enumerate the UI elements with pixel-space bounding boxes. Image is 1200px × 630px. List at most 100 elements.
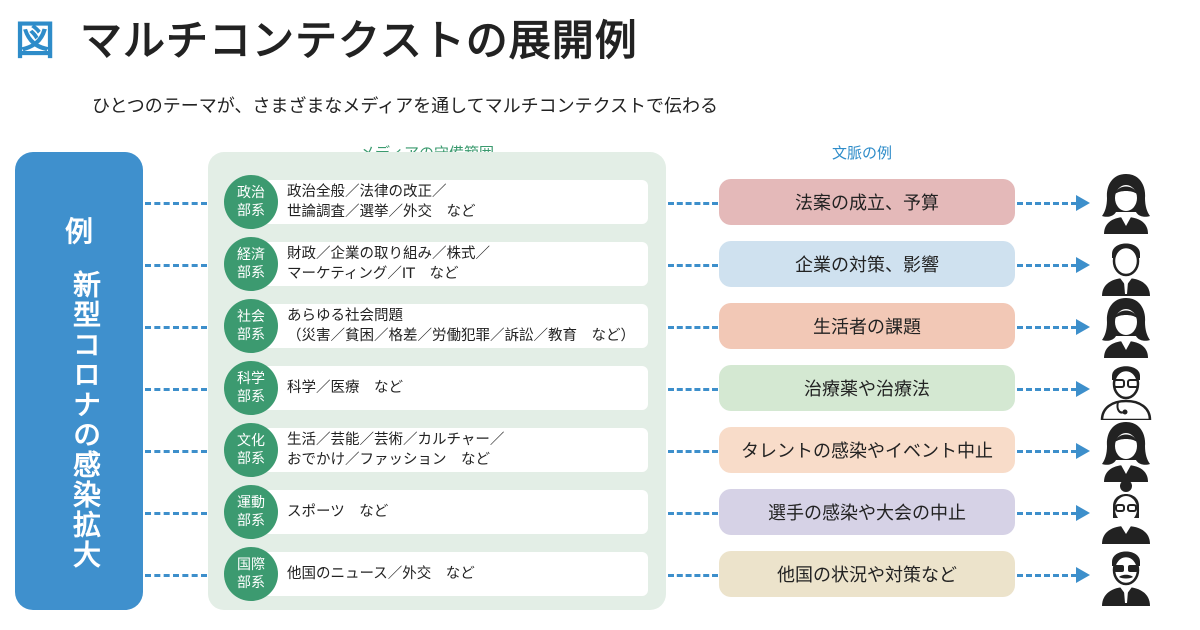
media-scope-text: 財政／企業の取り組み／株式／ マーケティング／IT など	[287, 242, 647, 286]
example-topic: 新型コロナの感染拡大	[69, 270, 102, 570]
connector-dash	[668, 264, 718, 267]
context-column-header: 文脈の例	[832, 144, 893, 162]
media-scope-line: 他国のニュース／外交 など	[287, 566, 475, 582]
context-pill: 企業の対策、影響	[719, 241, 1015, 287]
department-label: 部系	[237, 327, 265, 343]
context-text: 企業の対策、影響	[795, 255, 939, 276]
media-scope-line: 政治全般／法律の改正／	[287, 184, 447, 200]
diagram-row: 科学／医療 など科学部系治療薬や治療法	[0, 358, 1200, 420]
connector-dash	[1017, 326, 1077, 329]
figure-mark: 図	[15, 18, 55, 64]
context-pill: 選手の感染や大会の中止	[719, 489, 1015, 535]
example-box: 例 新型コロナの感染拡大	[15, 152, 143, 610]
context-pill: 法案の成立、予算	[719, 179, 1015, 225]
media-scope-box: 他国のニュース／外交 など	[250, 552, 648, 596]
context-text: 治療薬や治療法	[804, 379, 930, 400]
arrow-head-icon	[1076, 319, 1090, 335]
arrow-head-icon	[1076, 505, 1090, 521]
media-scope-text: 科学／医療 など	[287, 366, 647, 410]
department-label: 政治	[237, 185, 265, 201]
woman-glasses-icon	[1101, 479, 1151, 544]
context-text: 選手の感染や大会の中止	[768, 503, 966, 524]
diagram-row: 生活／芸能／芸術／カルチャー／おでかけ／ファッション など文化部系 タレントの感染…	[0, 420, 1200, 482]
department-badge: 文化部系	[224, 423, 278, 477]
department-label: 国際	[237, 557, 265, 573]
connector-dash	[668, 574, 718, 577]
connector-dash	[145, 264, 207, 267]
department-badge: 経済部系	[224, 237, 278, 291]
media-scope-line: 科学／医療 など	[287, 380, 403, 396]
arrow-head-icon	[1076, 257, 1090, 273]
department-label: 部系	[237, 389, 265, 405]
department-label: 科学	[237, 371, 265, 387]
woman-icon	[1102, 422, 1150, 482]
department-badge: 社会部系	[224, 299, 278, 353]
department-label: 運動	[237, 495, 265, 511]
media-scope-line: 財政／企業の取り組み／株式／	[287, 246, 490, 262]
media-scope-box: スポーツ など	[250, 490, 648, 534]
man-mustache-icon	[1100, 550, 1152, 606]
context-text: 法案の成立、予算	[795, 193, 939, 214]
arrow-head-icon	[1076, 195, 1090, 211]
context-text: 生活者の課題	[813, 317, 921, 338]
diagram-row: 財政／企業の取り組み／株式／マーケティング／IT など経済部系企業の対策、影響	[0, 234, 1200, 296]
context-text: 他国の状況や対策など	[777, 565, 957, 586]
connector-dash	[668, 512, 718, 515]
department-label: 経済	[237, 247, 265, 263]
arrow-head-icon	[1076, 443, 1090, 459]
media-scope-box: 科学／医療 など	[250, 366, 648, 410]
media-scope-box: 財政／企業の取り組み／株式／ マーケティング／IT など	[250, 242, 648, 286]
connector-dash	[668, 388, 718, 391]
connector-dash	[668, 202, 718, 205]
man-icon	[1100, 242, 1152, 296]
media-scope-line: 世論調査／選挙／外交 など	[287, 204, 476, 220]
connector-dash	[145, 450, 207, 453]
context-pill: 治療薬や治療法	[719, 365, 1015, 411]
page-title: マルチコンテクストの展開例	[80, 16, 638, 65]
context-pill: タレントの感染やイベント中止	[719, 427, 1015, 473]
arrow-head-icon	[1076, 381, 1090, 397]
media-scope-line: スポーツ など	[287, 504, 389, 520]
diagram-row: 政治全般／法律の改正／世論調査／選挙／外交 など政治部系法案の成立、予算	[0, 172, 1200, 234]
department-badge: 政治部系	[224, 175, 278, 229]
media-scope-text: あらゆる社会問題 （災害／貧困／格差／労働犯罪／訴訟／教育 など）	[287, 304, 647, 348]
media-scope-line: あらゆる社会問題	[287, 308, 403, 324]
department-badge: 科学部系	[224, 361, 278, 415]
connector-dash	[1017, 202, 1077, 205]
connector-dash	[1017, 388, 1077, 391]
connector-dash	[1017, 264, 1077, 267]
department-label: 部系	[237, 513, 265, 529]
department-label: 部系	[237, 575, 265, 591]
media-scope-text: スポーツ など	[287, 490, 647, 534]
connector-dash	[668, 326, 718, 329]
connector-dash	[145, 574, 207, 577]
department-label: 部系	[237, 265, 265, 281]
page-subtitle: ひとつのテーマが、さまざまなメディアを通してマルチコンテクストで伝わる	[92, 96, 719, 117]
arrow-head-icon	[1076, 567, 1090, 583]
department-badge: 運動部系	[224, 485, 278, 539]
doctor-icon	[1100, 365, 1152, 420]
media-scope-line: （災害／貧困／格差／労働犯罪／訴訟／教育 など）	[287, 328, 635, 344]
woman-icon	[1102, 174, 1150, 234]
department-label: 社会	[237, 309, 265, 325]
connector-dash	[1017, 574, 1077, 577]
diagram-row: あらゆる社会問題 （災害／貧困／格差／労働犯罪／訴訟／教育 など） 社会部系 生活者の…	[0, 296, 1200, 358]
media-scope-text: 他国のニュース／外交 など	[287, 552, 647, 596]
diagram-row: スポーツ など運動部系選手の感染や大会の中止	[0, 479, 1200, 544]
media-scope-line: マーケティング／IT など	[287, 266, 459, 282]
context-pill: 生活者の課題	[719, 303, 1015, 349]
connector-dash	[1017, 512, 1077, 515]
media-scope-line: おでかけ／ファッション など	[287, 452, 490, 468]
department-badge: 国際部系	[224, 547, 278, 601]
media-scope-box: 生活／芸能／芸術／カルチャー／おでかけ／ファッション など	[250, 428, 648, 472]
diagram-row: 他国のニュース／外交 など国際部系他国の状況や対策など	[0, 544, 1200, 606]
example-label: 例	[64, 215, 93, 248]
connector-dash	[145, 326, 207, 329]
context-pill: 他国の状況や対策など	[719, 551, 1015, 597]
woman-icon	[1102, 298, 1150, 358]
media-scope-text: 生活／芸能／芸術／カルチャー／おでかけ／ファッション など	[287, 428, 647, 472]
connector-dash	[145, 512, 207, 515]
department-label: 部系	[237, 451, 265, 467]
department-label: 部系	[237, 203, 265, 219]
media-scope-text: 政治全般／法律の改正／ 世論調査／選挙／外交 など	[287, 180, 647, 224]
